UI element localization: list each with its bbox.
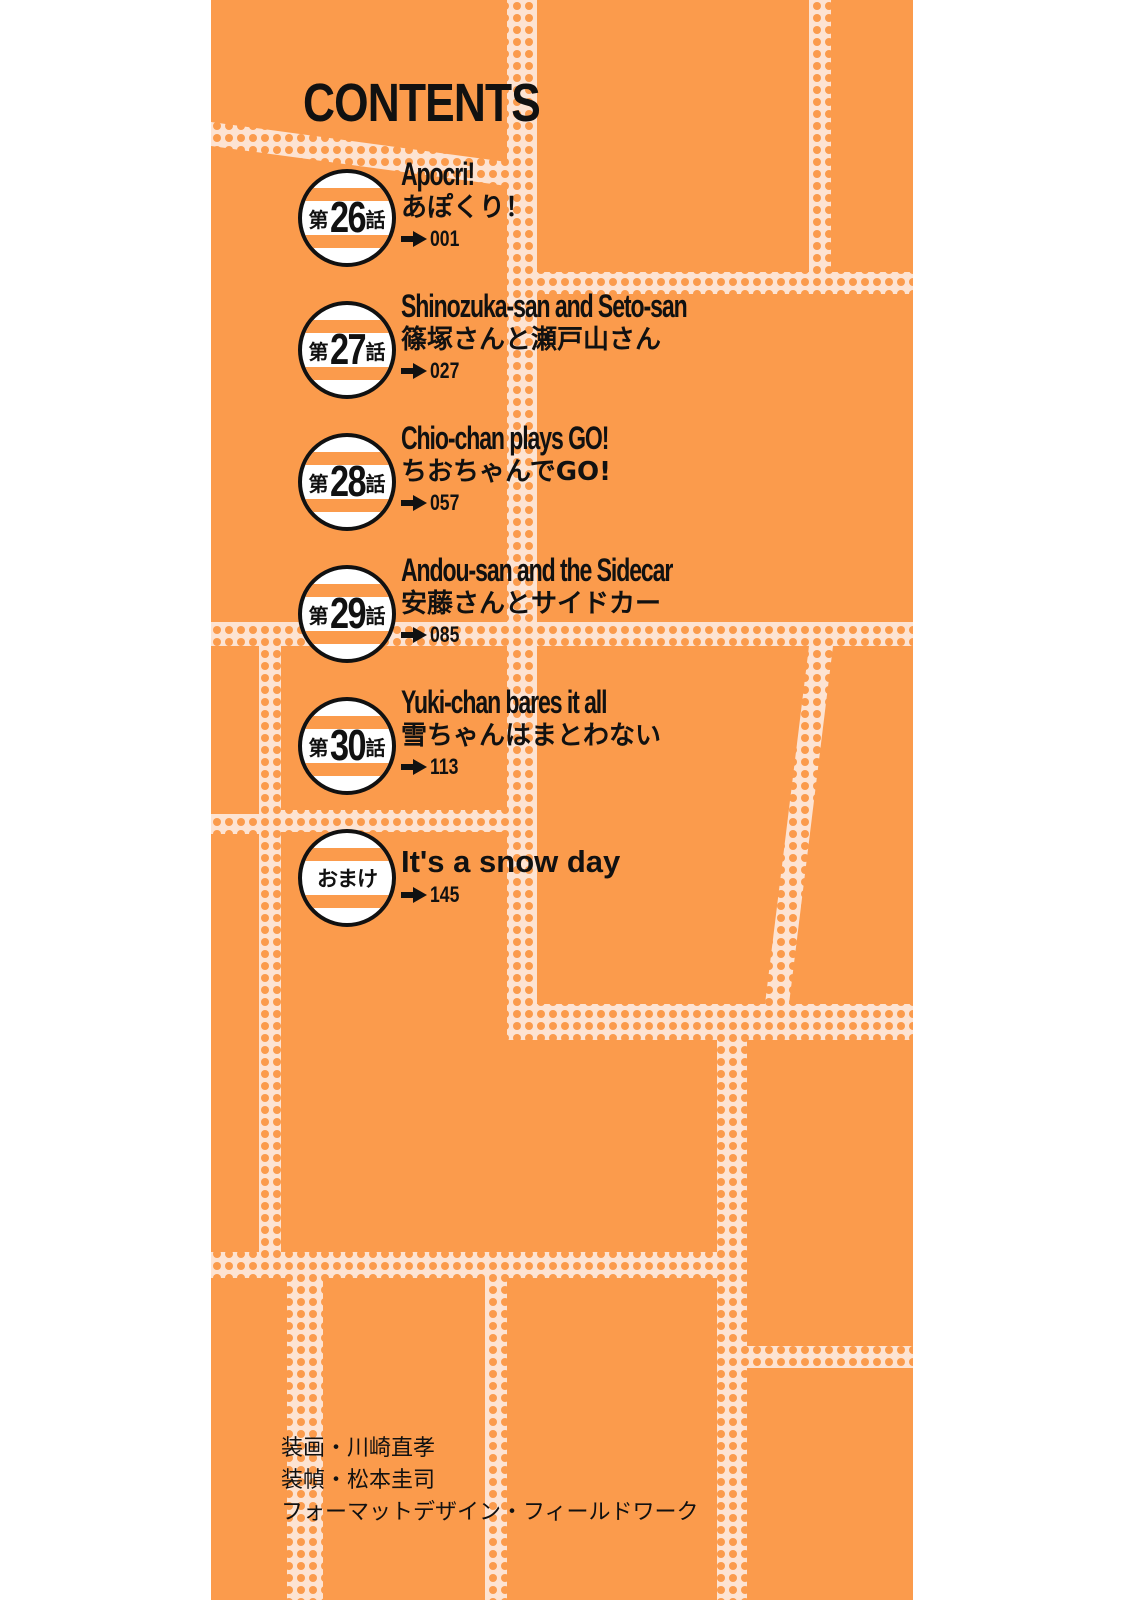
- bonus-badge-label: おまけ: [317, 868, 378, 891]
- chapter-title-jp: 安藤さんとサイドカー: [401, 589, 662, 619]
- chapter-page-ref: 113: [401, 752, 821, 782]
- chapter-number: 26: [329, 193, 366, 242]
- chapter-title-en: Apocri!: [401, 156, 475, 192]
- chapter-page-number: 113: [430, 754, 459, 779]
- chapter-prefix: 第: [308, 605, 329, 628]
- chapter-suffix: 話: [365, 605, 386, 628]
- chapter-number: 27: [329, 325, 366, 374]
- chapter-prefix: 第: [308, 737, 329, 760]
- credit-format: フォーマットデザイン・フィールドワーク: [281, 1500, 699, 1525]
- chapter-page-ref: 001: [401, 224, 821, 254]
- chapter-prefix: 第: [308, 473, 329, 496]
- chapter-number: 28: [329, 457, 366, 506]
- bonus-page-number: 145: [430, 882, 460, 907]
- chapter-number: 30: [329, 721, 366, 770]
- chapter-title-jp: 篠塚さんと瀬戸山さん: [401, 325, 662, 355]
- bonus-entry: おまけ It's a snow day 145: [297, 828, 817, 938]
- chapter-title-jp: あぽくり！: [401, 193, 532, 223]
- arrow-right-icon: [401, 887, 427, 903]
- chapter-suffix: 話: [365, 737, 386, 760]
- chapter-prefix: 第: [308, 341, 329, 364]
- chapter-page-ref: 027: [401, 356, 821, 386]
- chapter-page-number: 001: [430, 226, 460, 251]
- bonus-page-ref: 145: [401, 880, 821, 910]
- chapter-title-en: Chio-chan plays GO!: [401, 420, 609, 456]
- chapter-title-jp: 雪ちゃんはまとわない: [401, 721, 662, 751]
- chapter-page-ref: 057: [401, 488, 821, 518]
- chapter-title-en: Yuki-chan bares it all: [401, 684, 608, 720]
- credits: 装画・川崎直孝 装幀・松本圭司 フォーマットデザイン・フィールドワーク: [281, 1433, 699, 1529]
- arrow-right-icon: [401, 363, 427, 379]
- chapter-number: 29: [329, 589, 366, 638]
- arrow-right-icon: [401, 231, 427, 247]
- chapter-page-ref: 085: [401, 620, 821, 650]
- arrow-right-icon: [401, 759, 427, 775]
- credit-design: 装幀・松本圭司: [281, 1468, 436, 1493]
- chapter-page-number: 057: [430, 490, 460, 515]
- chapter-suffix: 話: [365, 341, 386, 364]
- chapter-title-en: Shinozuka-san and Seto-san: [401, 288, 688, 324]
- chapter-suffix: 話: [365, 473, 386, 496]
- arrow-right-icon: [401, 495, 427, 511]
- chapter-prefix: 第: [308, 209, 329, 232]
- chapter-page-number: 027: [430, 358, 460, 383]
- arrow-right-icon: [401, 627, 427, 643]
- chapter-title-en: Andou-san and the Sidecar: [401, 552, 673, 588]
- chapter-title-jp: ちおちゃんでGO!: [401, 457, 612, 487]
- bonus-title: It's a snow day: [401, 844, 621, 879]
- chapter-page-number: 085: [430, 622, 460, 647]
- contents-heading: CONTENTS: [303, 73, 541, 133]
- credit-illustration: 装画・川崎直孝: [281, 1436, 436, 1461]
- chapter-suffix: 話: [365, 209, 386, 232]
- bonus-badge: おまけ: [297, 828, 397, 928]
